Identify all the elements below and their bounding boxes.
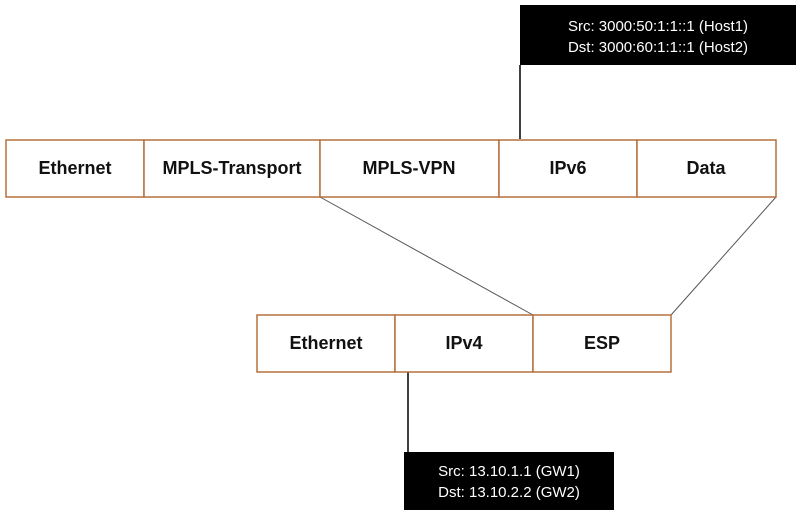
ipv4-info-box: Src: 13.10.1.1 (GW1) Dst: 13.10.2.2 (GW2… bbox=[404, 452, 614, 510]
ipv4-dst: Dst: 13.10.2.2 (GW2) bbox=[438, 484, 580, 501]
outer-field-ipv6: IPv6 bbox=[498, 139, 638, 198]
outer-field-mpls-transport: MPLS-Transport bbox=[143, 139, 321, 198]
connector-line-left bbox=[319, 196, 534, 316]
ipv6-src: Src: 3000:50:1:1::1 (Host1) bbox=[568, 18, 748, 35]
outer-field-mpls-vpn: MPLS-VPN bbox=[319, 139, 500, 198]
outer-field-ipv6-label: IPv6 bbox=[549, 158, 586, 178]
inner-field-ipv4-label: IPv4 bbox=[445, 333, 482, 353]
connector-line-right bbox=[670, 196, 777, 316]
outer-field-data-label: Data bbox=[686, 158, 726, 178]
outer-field-ethernet-label: Ethernet bbox=[38, 158, 111, 178]
outer-packet: Ethernet MPLS-Transport MPLS-VPN IPv6 Da… bbox=[5, 139, 777, 198]
inner-field-ethernet-label: Ethernet bbox=[289, 333, 362, 353]
outer-field-mpls-vpn-label: MPLS-VPN bbox=[362, 158, 455, 178]
outer-field-mpls-transport-label: MPLS-Transport bbox=[162, 158, 301, 178]
inner-packet: Ethernet IPv4 ESP bbox=[256, 314, 672, 373]
inner-field-ipv4: IPv4 bbox=[394, 314, 534, 373]
outer-field-data: Data bbox=[636, 139, 777, 198]
inner-field-esp: ESP bbox=[532, 314, 672, 373]
ipv6-dst: Dst: 3000:60:1:1::1 (Host2) bbox=[568, 39, 748, 56]
ipv6-info-box: Src: 3000:50:1:1::1 (Host1) Dst: 3000:60… bbox=[520, 5, 796, 65]
ipv4-src: Src: 13.10.1.1 (GW1) bbox=[438, 463, 580, 480]
outer-field-ethernet: Ethernet bbox=[5, 139, 145, 198]
inner-field-ethernet: Ethernet bbox=[256, 314, 396, 373]
inner-field-esp-label: ESP bbox=[584, 333, 620, 353]
